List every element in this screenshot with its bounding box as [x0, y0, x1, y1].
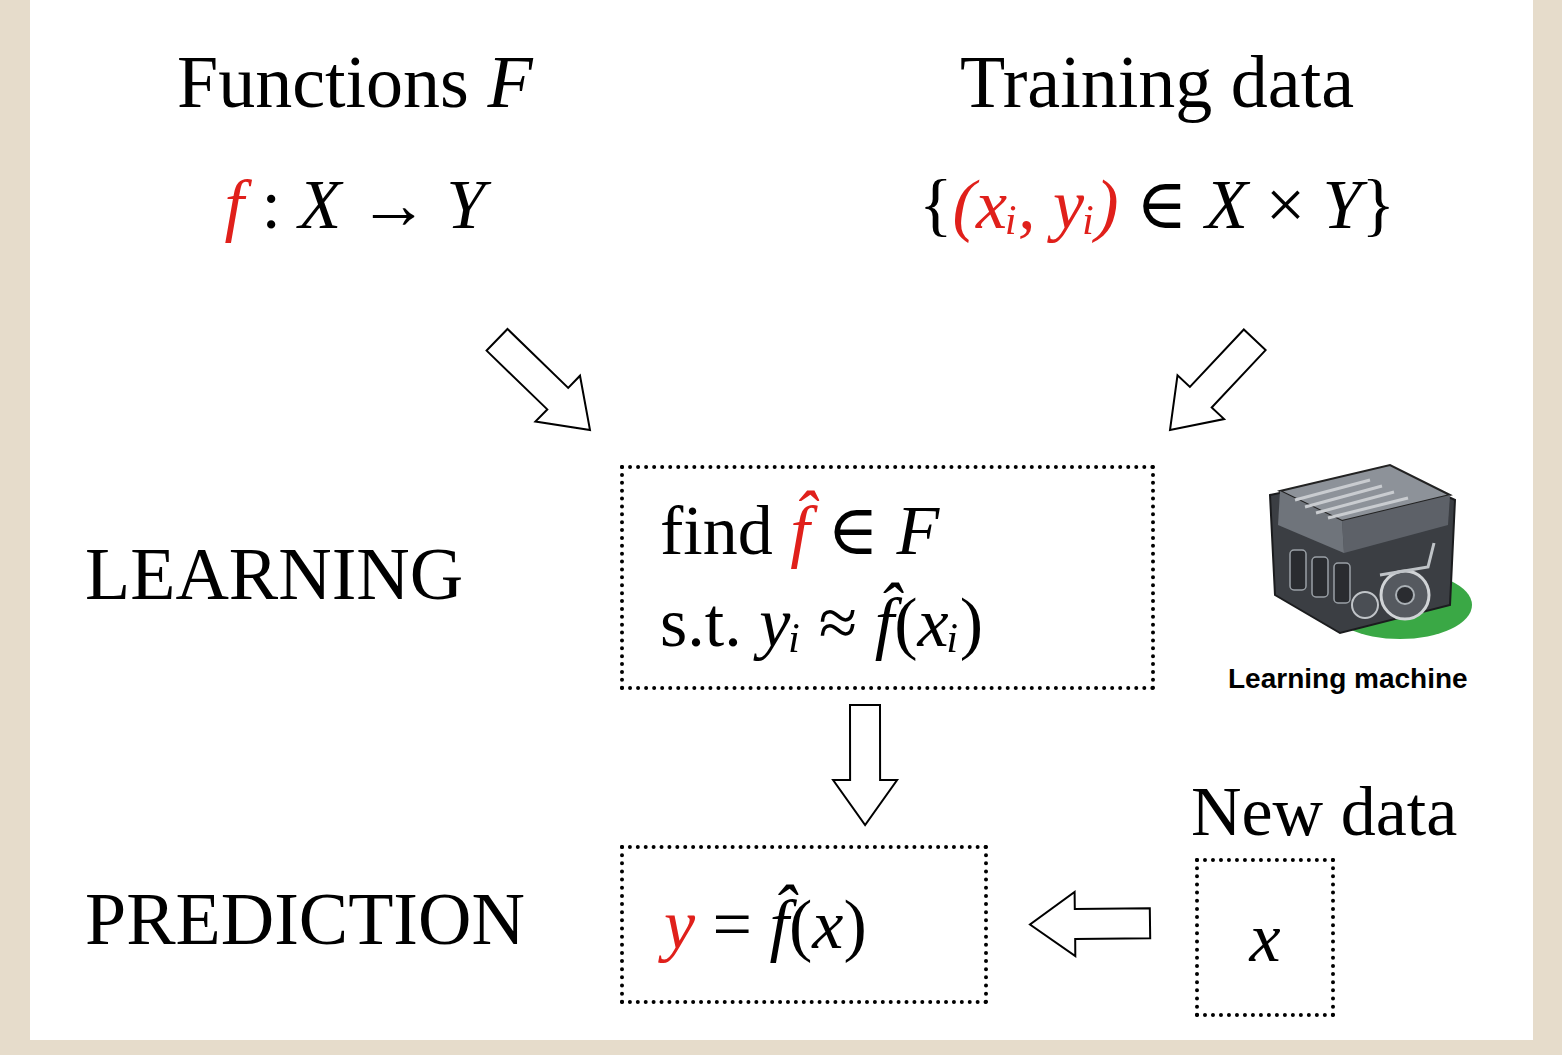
heading: New data [1191, 770, 1457, 854]
math-formula: {(xᵢ, yᵢ) ∈ X × Y} [919, 163, 1395, 247]
heading: Training data [919, 38, 1395, 127]
math-formula: find f̂ ∈ F [660, 485, 1115, 577]
hollow-arrow [1170, 330, 1266, 431]
math-formula: f : X → Y [177, 163, 533, 247]
hollow-arrow [487, 329, 590, 430]
learning-box: find f̂ ∈ Fs.t. yᵢ ≈ f̂(xᵢ) [620, 465, 1155, 690]
hollow-arrow [833, 705, 897, 825]
image-caption: Learning machine [1228, 662, 1468, 696]
math-variable: x [1229, 892, 1301, 983]
math-formula: y = f̂(x) [664, 879, 944, 970]
hollow-arrow [1030, 892, 1150, 956]
math-formula: s.t. yᵢ ≈ f̂(xᵢ) [660, 577, 1115, 669]
heading: Functions F [177, 38, 533, 127]
function-space-group: Functions F f : X → Y [177, 38, 533, 247]
stage-label: LEARNING [85, 532, 463, 617]
new-data-box: New datax [1195, 858, 1335, 1017]
engine-illustration [1250, 455, 1475, 655]
stage-label: PREDICTION [85, 877, 525, 962]
prediction-box: y = f̂(x) [620, 845, 988, 1004]
training-data-group: Training data {(xᵢ, yᵢ) ∈ X × Y} [919, 38, 1395, 247]
